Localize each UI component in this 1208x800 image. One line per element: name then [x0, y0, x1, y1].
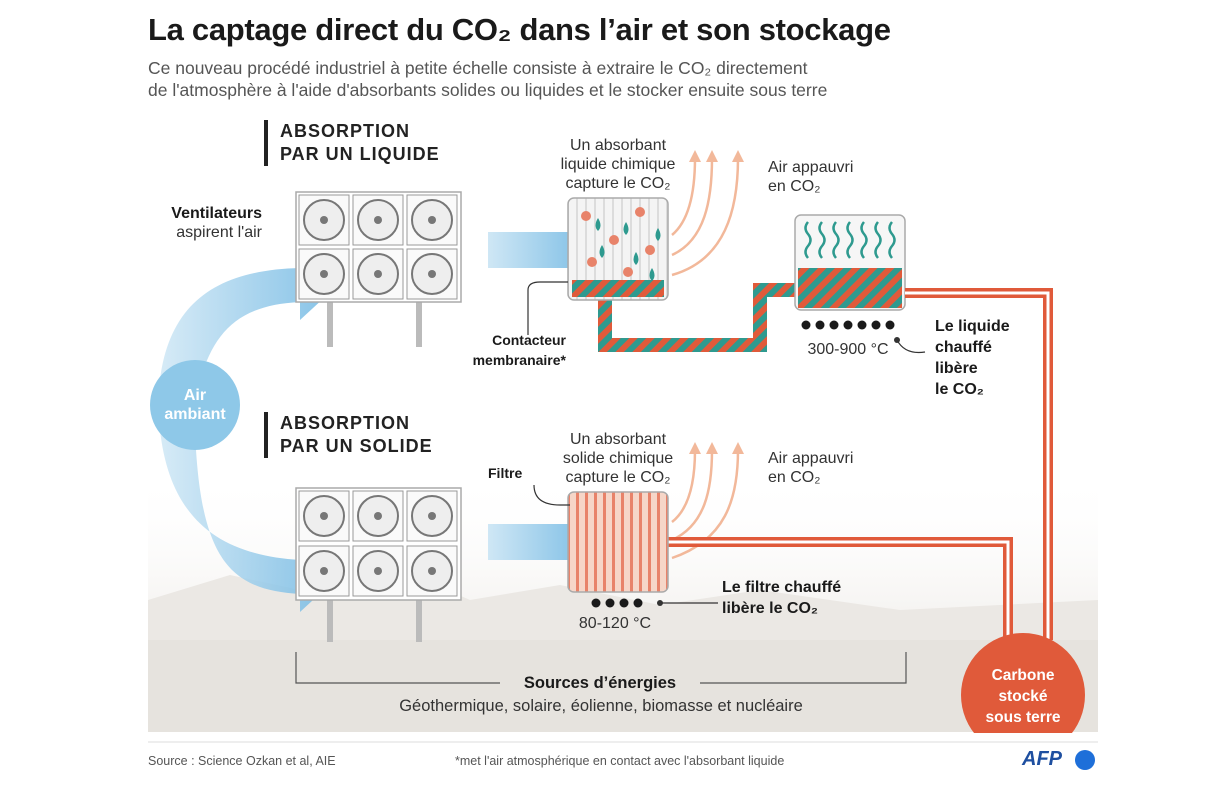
liquid-release-label: Le liquide chauffé libère le CO₂ [935, 318, 1010, 398]
air-arrow-upper [160, 250, 338, 380]
storage-circle [961, 633, 1085, 757]
energy-list: Géothermique, solaire, éolienne, biomass… [399, 697, 803, 715]
solid-depleted-air-label: Air appauvri en CO₂ [768, 450, 854, 486]
energy-title: Sources d’énergies [523, 674, 677, 692]
liquid-absorbent-label: Un absorbant liquide chimique capture le… [560, 137, 676, 192]
subtitle-line-1: Ce nouveau procédé industriel à petite é… [148, 58, 808, 78]
depleted-air-arrowheads-solid [689, 442, 744, 454]
solid-section-heading: ABSORPTION PAR UN SOLIDE [264, 412, 433, 458]
fans-label: Ventilateurs aspirent l'air [171, 205, 262, 241]
solid-absorbent-label: Un absorbant solide chimique capture le … [562, 431, 674, 486]
ambient-air-label: Air ambiant [164, 387, 226, 423]
energy-bracket [295, 652, 907, 684]
afp-logo-dot [1075, 750, 1095, 770]
afp-logo: AFP [1022, 748, 1062, 770]
subtitle-line-2: de l'atmosphère à l'aide d'absorbants so… [148, 80, 828, 100]
pointer-dot [657, 600, 663, 606]
membrane-contactor [567, 197, 669, 301]
solid-filter [567, 491, 669, 593]
fan-unit-liquid [295, 191, 462, 347]
liquid-depleted-air-label: Air appauvri en CO₂ [768, 159, 854, 195]
depleted-air-arrows-liquid [671, 157, 740, 277]
footnote: *met l'air atmosphérique en contact avec… [455, 754, 785, 768]
solid-temperature: 80-120 °C [578, 615, 652, 632]
filter-label: Filtre [488, 465, 523, 481]
pointer-lines [527, 281, 926, 604]
co2-pipe-liquid-inner [905, 291, 1050, 640]
liquid-temperature: 300-900 °C [807, 341, 889, 358]
heat-dots-solid [591, 598, 643, 608]
liquid-section-heading: ABSORPTION PAR UN LIQUIDE [264, 120, 440, 166]
co2-pipe-solid-inner [668, 540, 1010, 640]
liquid-loop-pipe [598, 283, 800, 352]
depleted-air-arrowheads-liquid [689, 150, 744, 162]
page-title: La captage direct du CO₂ dans l’air et s… [148, 12, 891, 47]
depleted-air-arrows-solid [671, 449, 740, 560]
ambient-air-circle [150, 360, 240, 450]
air-arrow-lower [160, 430, 338, 612]
regeneration-tank [794, 214, 906, 311]
membrane-contactor-label: Contacteur membranaire* [472, 332, 566, 368]
solid-release-label: Le filtre chauffé libère le CO₂ [722, 579, 842, 617]
heat-dots-liquid [801, 320, 895, 330]
storage-mask [930, 733, 1130, 800]
storage-label: Carbone stocké sous terre [985, 667, 1061, 726]
pointer-dot [894, 337, 900, 343]
fan-unit-solid [295, 487, 462, 642]
source-note: Source : Science Ozkan et al, AIE [148, 754, 336, 768]
ground [148, 640, 1098, 732]
